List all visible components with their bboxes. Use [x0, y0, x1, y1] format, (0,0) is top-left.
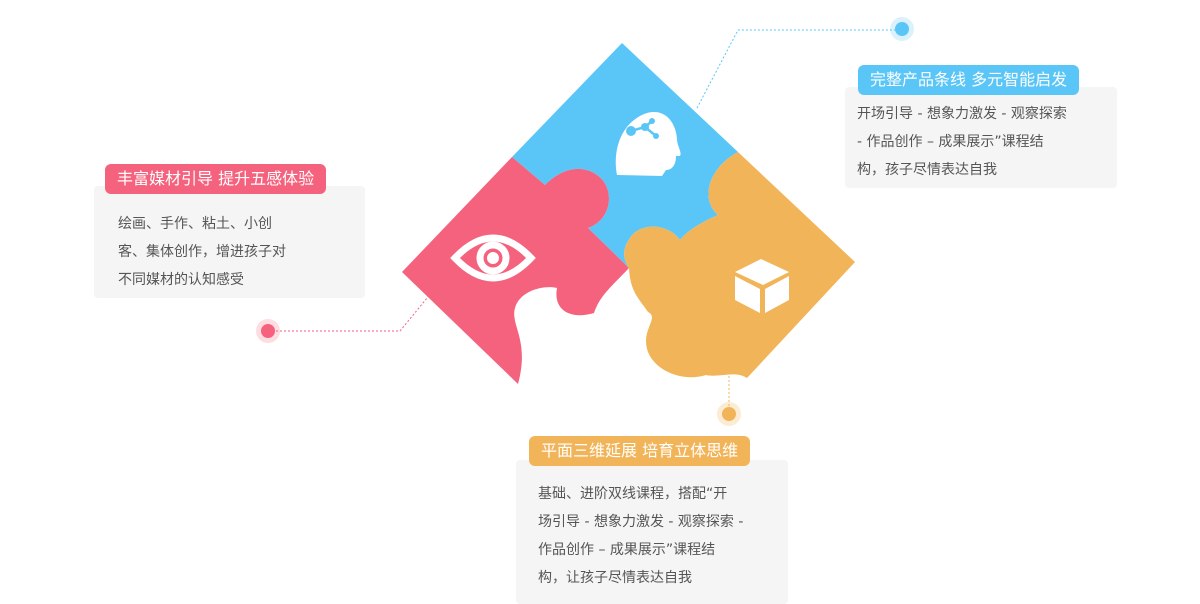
connector-right — [696, 29, 902, 109]
card-body: 开场引导 - 想象力激发 - 观察探索 - 作品创作 – 成果展示”课程结 构，… — [845, 87, 1117, 188]
card-body: 基础、进阶双线课程，搭配“开 场引导 - 想象力激发 - 观察探索 - 作品创作… — [516, 460, 788, 604]
card-line: 基础、进阶双线课程，搭配“开 — [538, 486, 728, 502]
cube-icon — [735, 259, 789, 313]
card-title: 平面三维延展 培育立体思维 — [529, 436, 751, 466]
card-line: 绘画、手作、粘土、小创 — [118, 216, 272, 232]
card-line: 场引导 - 想象力激发 - 观察探索 - — [538, 514, 744, 530]
card-line: 客、集体创作，增进孩子对 — [118, 244, 286, 260]
card-line: 作品创作 – 成果展示”课程结 — [538, 542, 716, 558]
brain-head-icon — [615, 112, 681, 176]
puzzle-piece-orange — [624, 152, 855, 378]
card-title: 完整产品条线 多元智能启发 — [858, 65, 1080, 95]
card-line: 构，让孩子尽情表达自我 — [538, 570, 692, 586]
dot-right — [890, 17, 914, 41]
eye-icon — [450, 234, 536, 282]
card-line: 开场引导 - 想象力激发 - 观察探索 — [857, 106, 1067, 122]
connector-left — [268, 291, 433, 332]
card-line: 不同媒材的认知感受 — [118, 272, 244, 288]
card-line: 构，孩子尽情表达自我 — [857, 162, 997, 178]
card-body: 绘画、手作、粘土、小创 客、集体创作，增进孩子对 不同媒材的认知感受 — [94, 186, 365, 298]
card-line: - 作品创作 – 成果展示”课程结 — [857, 134, 1044, 150]
dot-bottom — [717, 402, 741, 426]
dot-left — [256, 319, 280, 343]
card-title: 丰富媒材引导 提升五感体验 — [105, 164, 327, 194]
